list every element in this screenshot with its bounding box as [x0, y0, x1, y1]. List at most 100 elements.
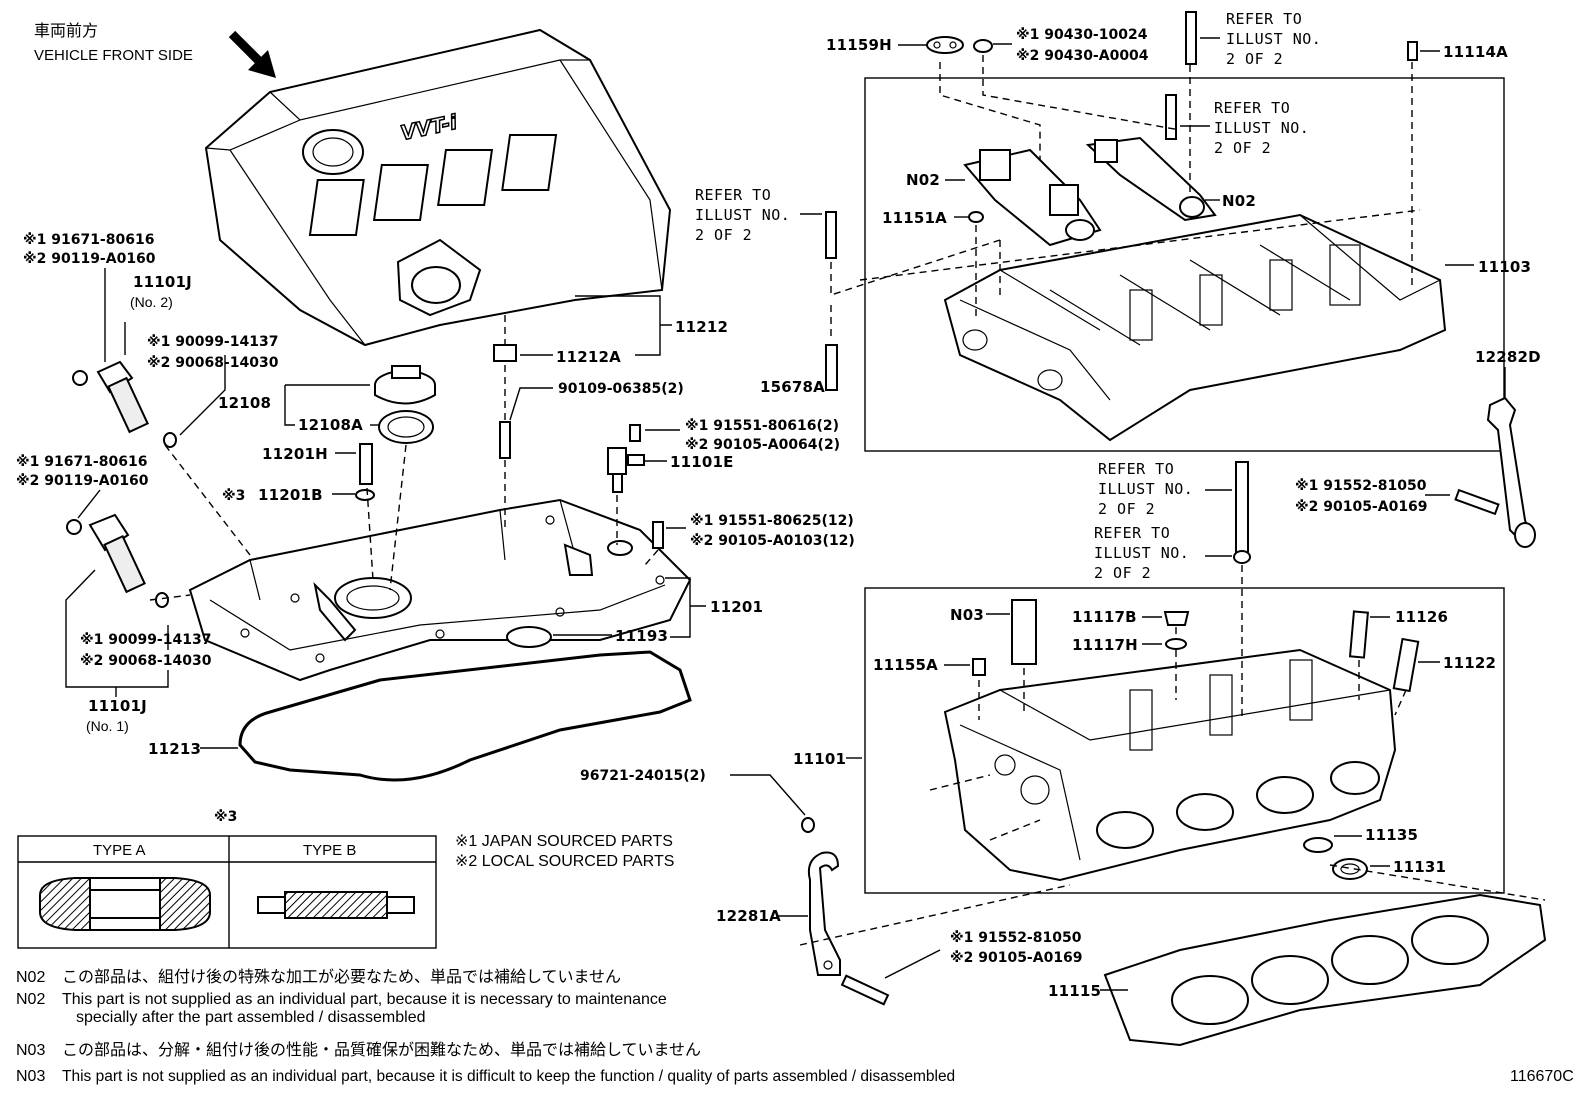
- label-12282D: 12282D: [1475, 348, 1541, 366]
- label-11115: 11115: [1048, 982, 1101, 1000]
- label-11212: 11212: [675, 318, 728, 336]
- label-96721: 96721-24015(2): [580, 768, 706, 784]
- label-nut-2: ※2 90430-A0004: [1016, 48, 1149, 64]
- head-gasket-11115: [1103, 893, 1547, 1047]
- label-11117B: 11117B: [1072, 608, 1137, 626]
- note-n03-en: This part is not supplied as an individu…: [62, 1068, 955, 1085]
- camshaft-housing-11103: [943, 213, 1447, 442]
- cam-cap-N02-a: [963, 148, 1102, 247]
- label-12108: 12108: [218, 394, 271, 412]
- head-bolt: [1235, 461, 1249, 555]
- oil-control-valve-no1: [66, 513, 169, 608]
- label-11114A: 11114A: [1443, 43, 1508, 61]
- label-bolt-b-1: ※1 91671-80616: [16, 454, 147, 470]
- label-11101J-no1: 11101J: [88, 697, 147, 715]
- label-11101J-no2: 11101J: [133, 273, 192, 291]
- label-11101J-no1-sub: (No. 1): [86, 718, 129, 734]
- legend-local: ※2 LOCAL SOURCED PARTS: [455, 853, 674, 870]
- bolt-bracket: [1454, 488, 1500, 516]
- nut-90430: [973, 39, 993, 53]
- label-11159H: 11159H: [826, 36, 892, 54]
- ref5-line1: REFER TO: [1094, 524, 1170, 542]
- ref1-line2: ILLUST NO.: [1226, 30, 1321, 48]
- note-n03-code-en: N03: [16, 1068, 45, 1085]
- plug-11159H: [926, 36, 964, 54]
- type-a-label: TYPE A: [93, 842, 146, 859]
- label-11212A: 11212A: [556, 348, 621, 366]
- bolt-refer-3: [825, 211, 837, 259]
- type-b-label: TYPE B: [303, 842, 356, 859]
- ref2-line1: REFER TO: [1214, 99, 1290, 117]
- label-hook-bolt-1: ※1 91552-81050: [950, 930, 1082, 946]
- label-nut-1: ※1 90430-10024: [1016, 27, 1148, 43]
- note-n02-code-jp: N02: [16, 969, 45, 986]
- ref3-line3: 2 OF 2: [695, 226, 752, 244]
- label-ring-b-2: ※2 90068-14030: [80, 653, 212, 669]
- label-sensor-bolt-1: ※1 91551-80616(2): [685, 418, 839, 434]
- ref2-line2: ILLUST NO.: [1214, 119, 1309, 137]
- label-12108A: 12108A: [298, 416, 363, 434]
- label-bracket-bolt-2: ※2 90105-A0169: [1295, 499, 1428, 515]
- label-11201: 11201: [710, 598, 763, 616]
- label-cover-bolt-2: ※2 90105-A0103(12): [690, 533, 855, 549]
- label-11155A: 11155A: [873, 656, 938, 674]
- grommet-11212A: [493, 344, 517, 362]
- bolt-refer-1: [1185, 11, 1197, 65]
- seal-11193: [506, 626, 552, 648]
- ref2-line3: 2 OF 2: [1214, 139, 1271, 157]
- guide-11126: [1348, 610, 1369, 659]
- stud-90109: [499, 421, 511, 459]
- label-11101E: 11101E: [670, 453, 734, 471]
- ref4-line1: REFER TO: [1098, 460, 1174, 478]
- bracket-12282D: [1486, 396, 1536, 548]
- label-11201H: 11201H: [262, 445, 328, 463]
- label-11135: 11135: [1365, 826, 1418, 844]
- bolt-hook: [840, 974, 890, 1006]
- note-n02-jp: この部品は、組付け後の特殊な加工が必要なため、単品では補給していません: [62, 968, 621, 986]
- label-11101: 11101: [793, 750, 846, 768]
- legend-japan: ※1 JAPAN SOURCED PARTS: [455, 833, 673, 850]
- label-90109: 90109-06385(2): [558, 381, 684, 397]
- plug-11151A: [968, 211, 984, 223]
- pin-11155A: [972, 658, 986, 676]
- ref1-line3: 2 OF 2: [1226, 50, 1283, 68]
- hook-12281A: [807, 851, 841, 976]
- ref4-line2: ILLUST NO.: [1098, 480, 1193, 498]
- label-sensor-bolt-2: ※2 90105-A0064(2): [685, 437, 840, 453]
- cylinder-head-11101: [943, 648, 1397, 882]
- front-arrow-icon: [228, 30, 276, 78]
- head-frame: [864, 587, 1505, 894]
- label-11122: 11122: [1443, 654, 1496, 672]
- grommet-11201B: [355, 489, 375, 501]
- label-N02-b: N02: [1222, 192, 1256, 210]
- ring-96721: [801, 817, 815, 833]
- label-11201B: 11201B: [258, 486, 323, 504]
- label-11201B-mark: ※3: [222, 488, 245, 504]
- engine-cover: VVT-i: [204, 28, 672, 347]
- dowel-11114A: [1407, 41, 1418, 61]
- label-11126: 11126: [1395, 608, 1448, 626]
- label-bolt-a-1: ※1 91671-80616: [23, 232, 154, 248]
- head-bolt-washer: [1233, 550, 1251, 564]
- ref5-line3: 2 OF 2: [1094, 564, 1151, 582]
- bolt-cover: [652, 521, 664, 549]
- guide-11122: [1392, 637, 1420, 693]
- ref1-line1: REFER TO: [1226, 10, 1302, 28]
- gasket-11135: [1303, 837, 1333, 853]
- front-side-en: VEHICLE FRONT SIDE: [34, 47, 193, 64]
- pipe-N03: [1011, 599, 1037, 665]
- housing-frame: [864, 77, 1505, 452]
- cam-cap-N02-b: [1085, 136, 1217, 222]
- illustration-number: 116670C: [1510, 1068, 1574, 1085]
- sensor-11101E: [607, 447, 645, 493]
- bolt-15678A: [825, 344, 838, 391]
- ref4-line3: 2 OF 2: [1098, 500, 1155, 518]
- label-11213: 11213: [148, 740, 201, 758]
- bolt-11201H: [359, 443, 373, 485]
- bolt-sensor: [629, 424, 641, 442]
- ref3-line2: ILLUST NO.: [695, 206, 790, 224]
- note-n02-code-en: N02: [16, 991, 45, 1008]
- type-box: [17, 835, 437, 949]
- label-12281A: 12281A: [716, 907, 781, 925]
- label-cover-bolt-1: ※1 91551-80625(12): [690, 513, 854, 529]
